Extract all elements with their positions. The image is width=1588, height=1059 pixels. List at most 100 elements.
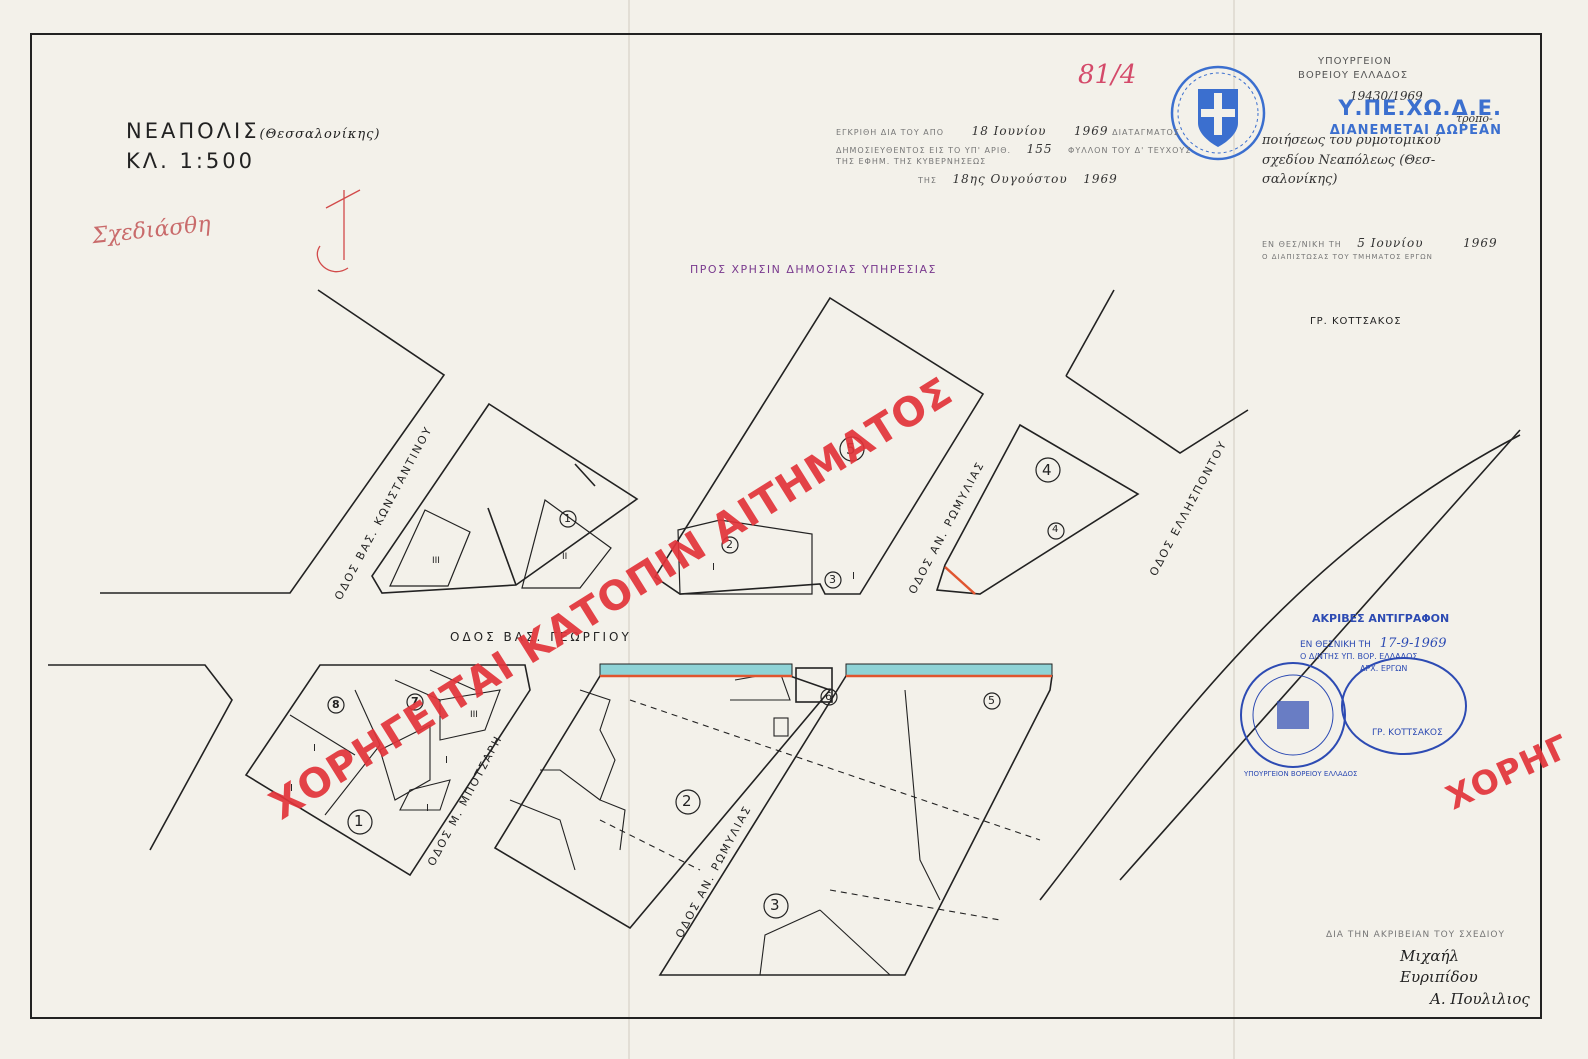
- approval-line-4: ΤΗΣ 18ης Ουγούστου 1969: [918, 172, 1118, 186]
- ministry-line-2: ΒΟΡΕΙΟΥ ΕΛΛΑΔΟΣ: [1298, 70, 1409, 81]
- floor-marker: II: [562, 552, 568, 562]
- block-number: 2: [726, 538, 733, 551]
- dashed-line: [629, 699, 1041, 841]
- ministry-place-date: ΕΝ ΘΕΣ/ΝΙΚΗ ΤΗ 5 Ιουνίου 1969: [1262, 236, 1498, 250]
- accuracy-title: ΔΙΑ ΤΗΝ ΑΚΡΙΒΕΙΑΝ ΤΟΥ ΣΧΕΔΙΟΥ: [1326, 930, 1505, 940]
- copy-date: 17-9-1969: [1379, 636, 1447, 651]
- approval-line-1: ΕΓΚΡΙΘΗ ΔΙΑ ΤΟΥ ΑΠΟ 18 Ιουνίου 1969 ΔΙΑΤ…: [836, 124, 1180, 138]
- building-outline: [379, 724, 431, 801]
- floor-marker: I: [290, 783, 293, 794]
- approval-line-2: ΔΗΜΟΣΙΕΥΘΕΝΤΟΣ ΕΙΣ ΤΟ ΥΠ' ΑΡΙΘ. 155 ΦΥΛΛ…: [836, 142, 1191, 156]
- parcel-line: [904, 689, 941, 901]
- pencil-mark: [316, 189, 361, 273]
- ministry-place: ΕΝ ΘΕΣ/ΝΙΚΗ ΤΗ: [1262, 240, 1342, 249]
- copy-dept: ΑΡΧ. ΕΡΓΩΝ: [1360, 664, 1408, 673]
- building-outline: [439, 689, 501, 741]
- accuracy-signature-1: Μιχαήλ: [1400, 947, 1459, 965]
- block-number: 1: [564, 512, 571, 525]
- street-edge-curve: [1039, 434, 1521, 901]
- floor-marker: I: [426, 803, 429, 814]
- ministry-number: 19430/1969: [1350, 89, 1423, 103]
- place-title: ΝΕΑΠΟΛΙΣ(Θεσσαλονίκης): [126, 119, 380, 143]
- gazette-label: ΔΗΜΟΣΙΕΥΘΕΝΤΟΣ ΕΙΣ ΤΟ ΥΠ' ΑΡΙΘ.: [836, 146, 1012, 155]
- approval-date: 18 Ιουνίου: [971, 124, 1047, 138]
- ministry-desc-2: ποιήσεως του ρυμοτομικού: [1262, 133, 1441, 148]
- dashed-line: [829, 889, 1001, 921]
- building-outline: [399, 779, 451, 811]
- greek-emblem: [1170, 65, 1266, 161]
- parcel-line: [819, 909, 891, 976]
- fold-line: [628, 0, 630, 1059]
- block-number: 3: [829, 573, 836, 586]
- block-8: [244, 664, 531, 877]
- block-6: [795, 667, 833, 703]
- approval-line-3: ΤΗΣ ΕΦΗΜ. ΤΗΣ ΚΥΒΕΡΝΗΣΕΩΣ: [836, 157, 987, 166]
- floor-marker: I: [712, 562, 715, 573]
- fold-line: [1233, 0, 1235, 1059]
- copy-stamp-place-date: ΕΝ ΘΕΣΝΙΚΗ ΤΗ 17-9-1969: [1300, 636, 1446, 651]
- building-outline: [540, 769, 601, 801]
- ministry-desc-4: σαλονίκης): [1262, 172, 1338, 187]
- block-2: [493, 675, 832, 930]
- parcel-line: [289, 714, 356, 756]
- parcel-line: [324, 744, 381, 816]
- block-4: [935, 423, 1140, 595]
- block-divider: [574, 463, 596, 487]
- map-scale: ΚΛ. 1:500: [126, 149, 256, 173]
- street-edge: [1065, 289, 1115, 377]
- approval-year: 1969: [1074, 124, 1109, 138]
- parcel-line: [429, 669, 476, 691]
- ministry-date: 5 Ιουνίου: [1357, 236, 1424, 250]
- oval-stamp: [1341, 657, 1467, 755]
- round-seal: [1240, 662, 1346, 768]
- floor-marker: I: [445, 755, 448, 766]
- block-number: 3: [770, 896, 780, 914]
- floor-marker: III: [432, 556, 440, 566]
- parcel-line: [354, 689, 381, 746]
- place-name: ΝΕΑΠΟΛΙΣ: [126, 119, 260, 143]
- ministry-desc-1: τροπο-: [1456, 112, 1493, 125]
- block-number: 8: [332, 698, 340, 711]
- block-divider: [487, 507, 517, 586]
- block-number: 4: [1052, 524, 1059, 535]
- gazette-end: ΦΥΛΛΟΝ ΤΟΥ Δ' ΤΕΥΧΟΥΣ: [1068, 146, 1192, 155]
- place-note: (Θεσσαλονίκης): [259, 127, 381, 142]
- building-outline: [579, 689, 626, 851]
- block-number: 6: [825, 690, 832, 703]
- building-outline: [509, 799, 576, 871]
- accuracy-signature-2: Ευριπίδου: [1400, 968, 1478, 986]
- building-outline: [677, 519, 813, 595]
- block-number: 7: [411, 695, 419, 708]
- parcel-line: [394, 679, 441, 701]
- building-outline: [773, 717, 789, 737]
- approval-end: ΔΙΑΤΑΓΜΑΤΟΣ: [1112, 128, 1180, 137]
- block-number: 4: [1042, 461, 1052, 479]
- block-number: 2: [682, 792, 692, 810]
- ministry-year: 1969: [1463, 236, 1498, 250]
- approval-label: ΕΓΚΡΙΘΗ ΔΙΑ ΤΟΥ ΑΠΟ: [836, 128, 945, 137]
- widening-strip: [599, 663, 1053, 678]
- copy-role: Ο Δ/ΝΤΗΣ ΥΠ. ΒΟΡ. ΕΛΛΑΔΟΣ: [1300, 652, 1418, 661]
- map-frame: [30, 33, 1542, 1019]
- block-3: [658, 675, 1053, 976]
- red-boundary: [944, 566, 976, 595]
- copy-signer: ΓΡ. ΚΟΤΤΣΑΚΟΣ: [1372, 728, 1443, 738]
- building-outline: [389, 509, 471, 587]
- street-edge: [100, 289, 446, 594]
- block-5: [653, 296, 985, 595]
- block-number: 5: [988, 694, 995, 707]
- top-signer: ΓΡ. ΚΟΤΤΣΑΚΟΣ: [1310, 316, 1402, 327]
- accuracy-signature-3: Α. Πουλιλιος: [1430, 990, 1530, 1008]
- building-outline: [521, 498, 612, 589]
- reference-number: 81/4: [1078, 60, 1137, 90]
- gazette-year: 1969: [1083, 172, 1118, 186]
- street-edge: [1065, 375, 1249, 454]
- seal-text: ΥΠΟΥΡΓΕΙΟΝ ΒΟΡΕΙΟΥ ΕΛΛΑΔΟΣ: [1244, 770, 1358, 778]
- street-edge: [48, 664, 233, 851]
- gazette-number: 155: [1026, 142, 1053, 156]
- block-konstantinou: [371, 402, 639, 594]
- block-number: 1: [354, 812, 364, 830]
- public-use-stamp: ΠΡΟΣ ΧΡΗΣΙΝ ΔΗΜΟΣΙΑΣ ΥΠΗΡΕΣΙΑΣ: [690, 263, 937, 276]
